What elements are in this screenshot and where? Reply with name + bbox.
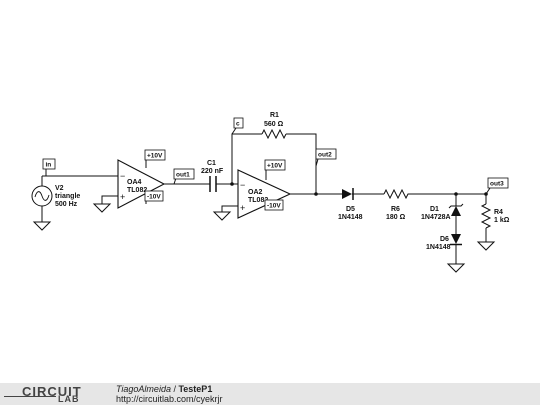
oa2-vneg-tag: -10V bbox=[264, 199, 284, 211]
title-separator: / bbox=[170, 384, 179, 394]
d5-part: 1N4148 bbox=[338, 214, 363, 221]
node-tag-out1[interactable]: out1 bbox=[173, 168, 195, 185]
author-title: TiagoAlmeida / TesteP1 bbox=[116, 384, 212, 394]
oa4-plus: + bbox=[120, 192, 125, 202]
ground-icon bbox=[446, 263, 466, 273]
svg-text:out3: out3 bbox=[490, 181, 504, 188]
diode-d5[interactable]: D5 1N4148 bbox=[338, 188, 363, 221]
v2-freq: 500 Hz bbox=[55, 201, 78, 208]
opamp-oa4[interactable]: − + OA4 TL082 bbox=[117, 159, 166, 209]
node-tag-out3[interactable]: out3 bbox=[485, 177, 509, 195]
circuitlab-logo: CIRCUIT LAB bbox=[2, 383, 114, 405]
logo-text-bottom: LAB bbox=[58, 394, 80, 404]
logo-wire-icon bbox=[4, 396, 56, 397]
oa4-vpos-tag: +10V bbox=[144, 149, 166, 161]
author-name[interactable]: TiagoAlmeida bbox=[116, 384, 171, 394]
svg-text:+10V: +10V bbox=[267, 163, 283, 170]
resistor-r1[interactable]: R1 560 Ω bbox=[261, 112, 287, 140]
circuit-schematic: V2 triangle 500 Hz − + OA4 TL082 +10V -1… bbox=[31, 112, 510, 273]
node-tag-out2[interactable]: out2 bbox=[315, 148, 337, 167]
d1-ref: D1 bbox=[430, 206, 439, 213]
svg-text:-10V: -10V bbox=[147, 194, 161, 201]
oa4-part: TL082 bbox=[127, 187, 147, 194]
ground-icon bbox=[476, 241, 496, 251]
d1-part: 1N4728A bbox=[421, 214, 451, 221]
d6-ref: D6 bbox=[440, 236, 449, 243]
r4-value: 1 kΩ bbox=[494, 217, 510, 224]
oa4-minus: − bbox=[120, 171, 125, 181]
footer-bar: CIRCUIT LAB TiagoAlmeida / TesteP1 http:… bbox=[0, 383, 540, 405]
r6-ref: R6 bbox=[391, 206, 400, 213]
svg-text:out2: out2 bbox=[318, 152, 332, 159]
oa2-part: TL082 bbox=[248, 197, 268, 204]
node-tag-in[interactable]: in bbox=[42, 158, 56, 176]
zener-diode-d1[interactable]: D1 1N4728A bbox=[421, 203, 464, 221]
c1-ref: C1 bbox=[207, 160, 216, 167]
resistor-r6[interactable]: R6 180 Ω bbox=[383, 188, 410, 221]
r1-ref: R1 bbox=[270, 112, 279, 119]
ground-icon bbox=[212, 211, 232, 221]
ground-symbols bbox=[32, 203, 496, 273]
svg-text:+10V: +10V bbox=[147, 153, 163, 160]
oa4-ref: OA4 bbox=[127, 179, 142, 186]
capacitor-c1[interactable]: C1 220 nF bbox=[201, 160, 224, 192]
oa4-vneg-tag: -10V bbox=[144, 190, 164, 202]
ground-icon bbox=[92, 203, 112, 213]
svg-text:out1: out1 bbox=[176, 172, 190, 179]
d6-part: 1N4148 bbox=[426, 244, 451, 251]
circuit-url[interactable]: http://circuitlab.com/cyekrjr bbox=[116, 394, 223, 404]
c1-value: 220 nF bbox=[201, 168, 224, 175]
wires bbox=[41, 133, 487, 264]
opamp-oa2[interactable]: − + OA2 TL082 bbox=[237, 169, 292, 219]
d5-ref: D5 bbox=[346, 206, 355, 213]
diode-d6[interactable]: D6 1N4148 bbox=[426, 234, 462, 251]
r4-ref: R4 bbox=[494, 209, 503, 216]
oa2-minus: − bbox=[240, 180, 245, 190]
r6-value: 180 Ω bbox=[386, 214, 406, 221]
svg-text:-10V: -10V bbox=[267, 203, 281, 210]
oa2-plus: + bbox=[240, 203, 245, 213]
oa2-vpos-tag: +10V bbox=[264, 159, 286, 171]
ground-icon bbox=[32, 221, 52, 231]
svg-text:in: in bbox=[46, 162, 52, 169]
resistor-r4[interactable]: R4 1 kΩ bbox=[480, 203, 510, 229]
voltage-source-v2[interactable]: V2 triangle 500 Hz bbox=[31, 185, 80, 208]
circuit-title[interactable]: TesteP1 bbox=[178, 384, 213, 394]
r1-value: 560 Ω bbox=[264, 121, 284, 128]
oa2-ref: OA2 bbox=[248, 189, 263, 196]
node-tag-c[interactable]: c bbox=[231, 117, 244, 135]
logo-text-top: CIRCUIT bbox=[22, 384, 82, 399]
svg-text:c: c bbox=[236, 121, 240, 128]
v2-ref: V2 bbox=[55, 185, 64, 192]
v2-type: triangle bbox=[55, 193, 80, 200]
